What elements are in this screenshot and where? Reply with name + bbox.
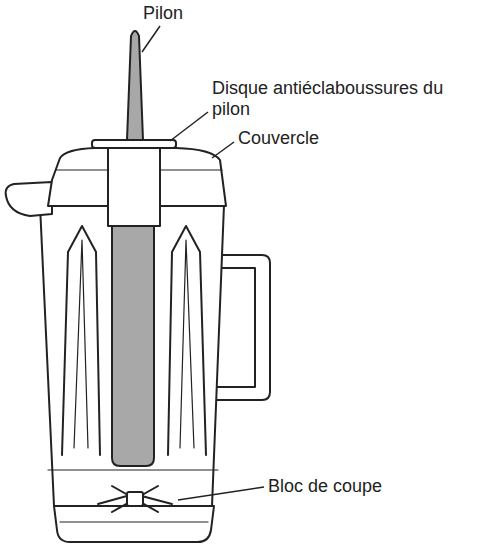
jar-rib [74, 240, 88, 448]
tamper-handle [127, 31, 143, 140]
leader-line [212, 142, 234, 158]
part-label: Pilon [143, 3, 183, 24]
tamper-splash-disc [92, 140, 176, 148]
blade [112, 486, 158, 512]
leader-line [170, 112, 208, 141]
leader-line [142, 26, 160, 52]
lid-spout [6, 182, 52, 216]
blade-assembly [98, 486, 172, 512]
tamper-collar [108, 148, 160, 226]
part-label: Couvercle [238, 128, 319, 149]
jar-body [40, 205, 224, 506]
jar-rib [62, 226, 100, 455]
blade-hub [127, 492, 143, 506]
part-label: Bloc de coupe [268, 476, 382, 497]
motor-base [60, 521, 208, 522]
jar-bottom-line [48, 469, 218, 470]
jar-rib [168, 226, 206, 455]
jar-handle [214, 255, 270, 400]
tamper-rod [112, 226, 154, 466]
leader-line [178, 487, 264, 500]
jar-rib [180, 240, 194, 448]
motor-base [54, 506, 214, 542]
part-label: Disque antiéclaboussures du pilon [212, 78, 467, 119]
